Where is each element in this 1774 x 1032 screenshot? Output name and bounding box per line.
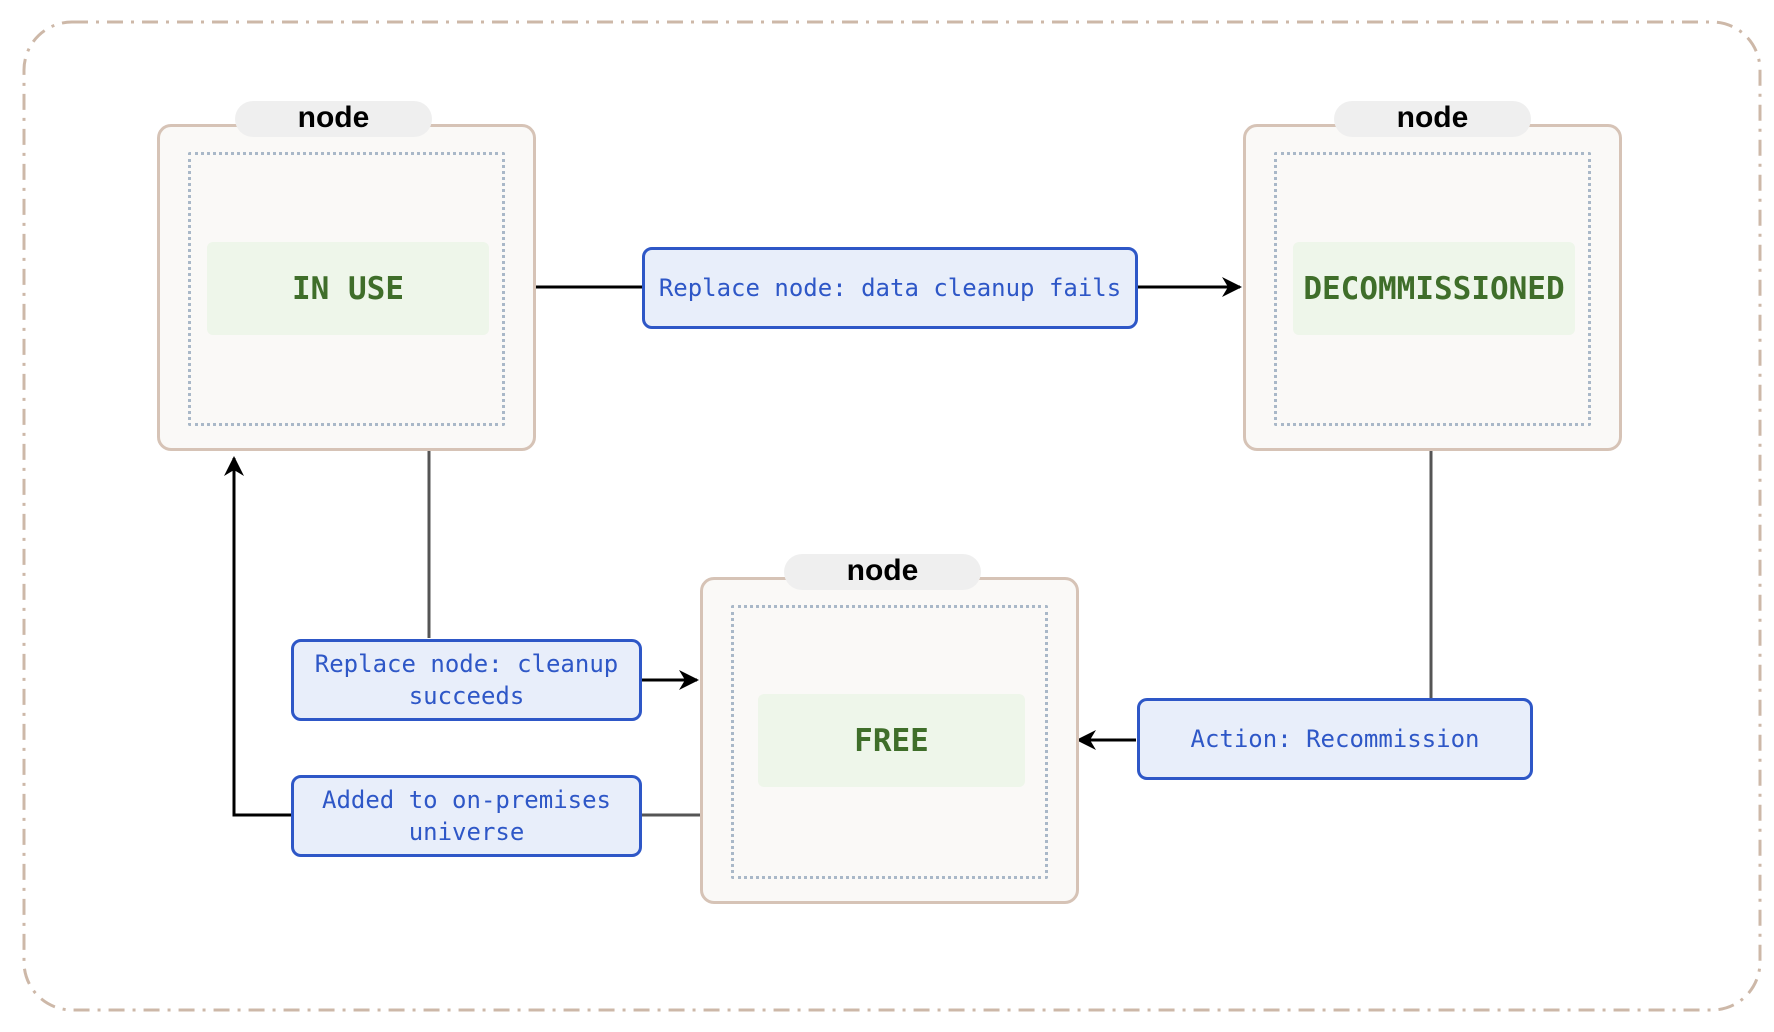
- node-in-use-inner: [188, 152, 505, 426]
- state-decommissioned: DECOMMISSIONED: [1293, 242, 1575, 335]
- node-tab-in-use: node: [235, 101, 432, 137]
- node-free: FREE: [700, 577, 1079, 904]
- edge-label-recommission: Action: Recommission: [1137, 698, 1533, 780]
- edge-label-replace-succeeds: Replace node: cleanup succeeds: [291, 639, 642, 721]
- edge-added-to-in-use-arrow: [224, 456, 292, 817]
- state-in-use: IN USE: [207, 242, 489, 335]
- node-decommissioned: DECOMMISSIONED: [1243, 124, 1622, 451]
- edge-label-replace-fails: Replace node: data cleanup fails: [642, 247, 1138, 329]
- edge-label-added-on-prem: Added to on-premises universe: [291, 775, 642, 857]
- state-free: FREE: [758, 694, 1025, 787]
- node-tab-free: node: [784, 554, 981, 590]
- node-free-inner: [731, 605, 1048, 879]
- node-tab-decommissioned: node: [1334, 101, 1531, 137]
- node-in-use: IN USE: [157, 124, 536, 451]
- node-decommissioned-inner: [1274, 152, 1591, 426]
- outer-frame: [22, 20, 1762, 1012]
